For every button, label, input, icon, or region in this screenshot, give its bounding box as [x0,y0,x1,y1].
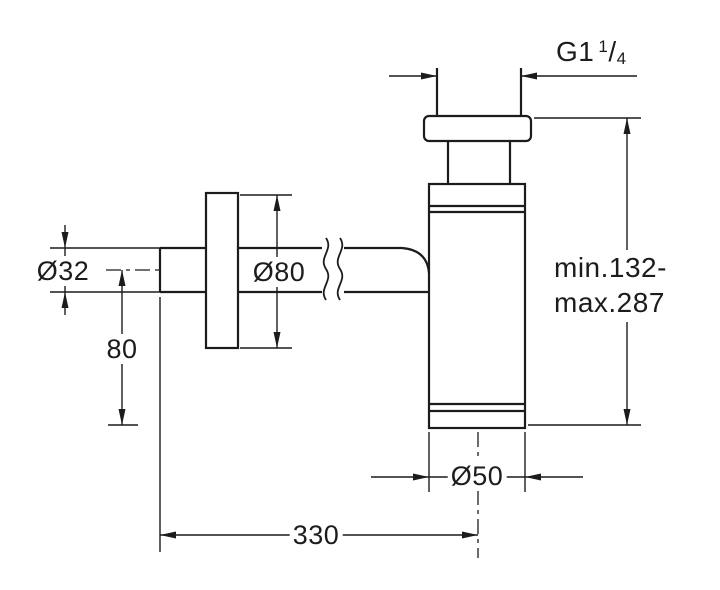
arrow-height-range-top [623,118,631,134]
arrow-rosette-diameter-top [273,195,281,211]
centerlines [106,269,479,558]
label-inlet-diameter: Ø32 [33,256,93,287]
thread-size-numerator: 1 [598,37,609,56]
pipe-break-symbol [322,237,344,301]
dimension-arrowheads [61,72,631,539]
top-flange [422,114,533,143]
arrow-inlet-height-bottom [118,409,126,425]
height-range-line1: min.132- [554,252,667,283]
arrow-rosette-diameter-bottom [273,332,281,348]
arrow-thread-left [421,72,437,80]
tail-pipe [435,68,523,117]
thread-size-denominator: 4 [616,49,627,68]
label-height-range: min.132- max.287 [551,250,672,322]
thread-size-slash: / [608,36,617,67]
arrow-total-width-left [160,531,176,539]
arrow-thread-right [521,72,537,80]
neck-tube [446,141,512,184]
thread-size-main: G1 [556,36,595,67]
arrow-body-diameter-left [413,473,429,481]
fixture-outline [158,68,533,430]
arrow-total-width-right [462,531,478,539]
arrow-inlet-diameter-bottom [61,292,69,308]
label-inlet-height: 80 [103,334,141,365]
label-body-diameter: Ø50 [447,461,507,492]
arrow-height-range-bottom [623,409,631,425]
inlet-pipe [158,246,431,294]
label-total-width: 330 [289,520,343,551]
height-range-line2: max.287 [554,287,665,318]
trap-body-seams [429,204,525,413]
label-rosette-diameter: Ø80 [249,257,309,288]
arrow-inlet-diameter-top [61,232,69,248]
trap-body [427,182,527,430]
arrow-body-diameter-right [525,473,541,481]
wall-rosette [204,191,240,350]
arrow-inlet-height-top [118,270,126,286]
